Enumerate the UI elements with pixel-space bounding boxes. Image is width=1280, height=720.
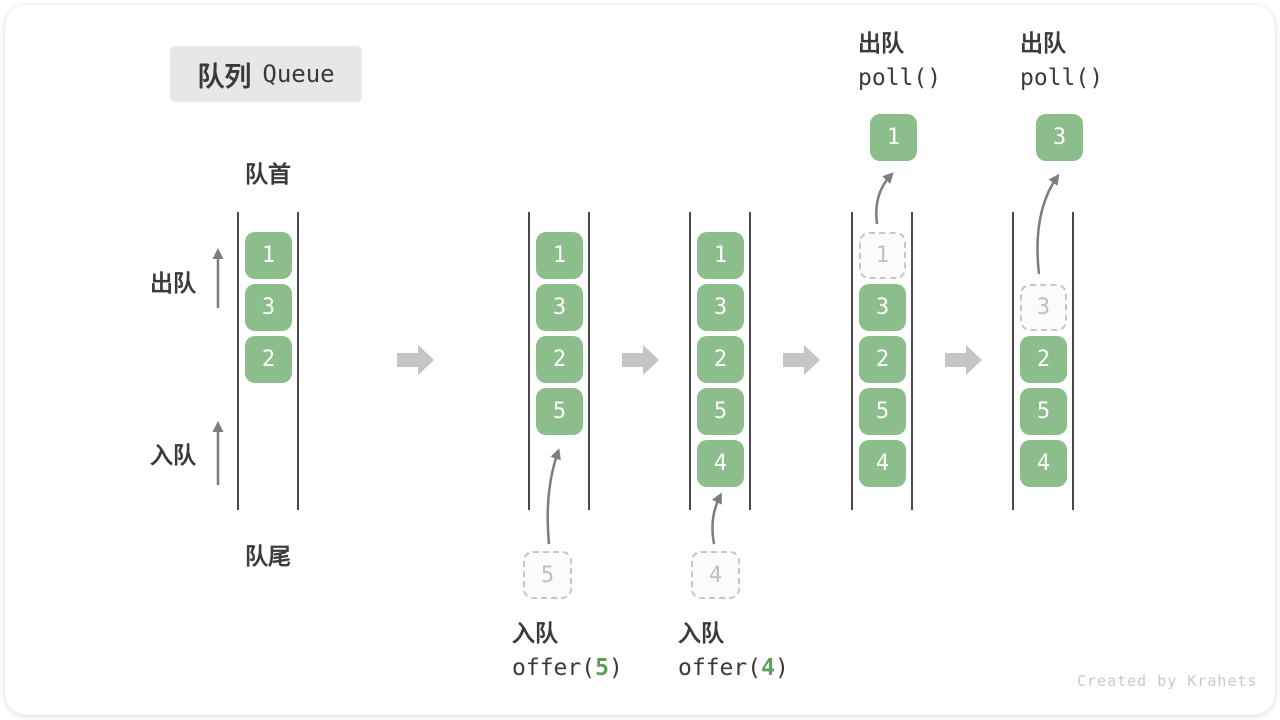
- dequeue-annotation: 出队 poll(): [858, 26, 941, 96]
- dequeue-annotation: 出队 poll(): [1020, 26, 1103, 96]
- queue-slot: 5: [1020, 388, 1067, 435]
- title-chinese: 队列: [197, 61, 252, 92]
- queue-slot: 2: [1020, 336, 1067, 383]
- queue-column-1: 1 3 2: [237, 212, 299, 510]
- enqueue-annotation-code: offer(4): [678, 655, 789, 681]
- queue-slot-ghost: 3: [1020, 284, 1067, 331]
- dequeue-annotation-code: poll(): [858, 65, 942, 91]
- queue-slot: 3: [859, 284, 906, 331]
- enqueue-annotation-code: offer(5): [512, 655, 623, 681]
- queue-slot: 4: [859, 440, 906, 487]
- queue-slot: 2: [245, 336, 292, 383]
- title-badge: 队列 Queue: [170, 46, 362, 102]
- enqueue-annotation-label: 入队: [678, 620, 724, 646]
- queue-slot-ghost: 1: [859, 232, 906, 279]
- popped-element-box: 1: [870, 114, 917, 161]
- queue-column-2: 1 3 2 5: [528, 212, 590, 510]
- dequeue-annotation-label: 出队: [1020, 30, 1066, 56]
- enqueue-code-arg: 4: [761, 655, 775, 681]
- queue-slot: 5: [536, 388, 583, 435]
- queue-slot: 2: [536, 336, 583, 383]
- queue-slot: 5: [859, 388, 906, 435]
- enqueue-side-label: 入队: [150, 442, 196, 468]
- enqueue-code-arg: 5: [595, 655, 609, 681]
- enqueue-annotation-label: 入队: [512, 620, 558, 646]
- queue-slot: 4: [697, 440, 744, 487]
- diagram-card: [5, 5, 1275, 715]
- queue-slot: 1: [245, 232, 292, 279]
- incoming-element-box: 5: [523, 551, 572, 599]
- queue-column-3: 1 3 2 5 4: [689, 212, 751, 510]
- enqueue-annotation: 入队 offer(5): [512, 616, 623, 686]
- queue-slot: 3: [536, 284, 583, 331]
- dequeue-annotation-label: 出队: [858, 30, 904, 56]
- dequeue-side-label: 出队: [150, 270, 196, 296]
- queue-front-label: 队首: [245, 161, 291, 187]
- dequeue-annotation-code: poll(): [1020, 65, 1104, 91]
- title-english: Queue: [262, 60, 335, 88]
- queue-slot: 1: [536, 232, 583, 279]
- queue-slot: 1: [697, 232, 744, 279]
- queue-column-4: 1 3 2 5 4: [851, 212, 913, 510]
- popped-element-box: 3: [1036, 114, 1083, 161]
- queue-column-5: 3 2 5 4: [1012, 212, 1074, 510]
- queue-slot: 4: [1020, 440, 1067, 487]
- queue-slot: 2: [859, 336, 906, 383]
- queue-slot: 3: [245, 284, 292, 331]
- queue-slot: 3: [697, 284, 744, 331]
- watermark: Created by Krahets: [1077, 672, 1258, 690]
- queue-slot: 5: [697, 388, 744, 435]
- enqueue-annotation: 入队 offer(4): [678, 616, 789, 686]
- incoming-element-box: 4: [691, 551, 740, 599]
- queue-rear-label: 队尾: [245, 543, 291, 569]
- queue-slot: 2: [697, 336, 744, 383]
